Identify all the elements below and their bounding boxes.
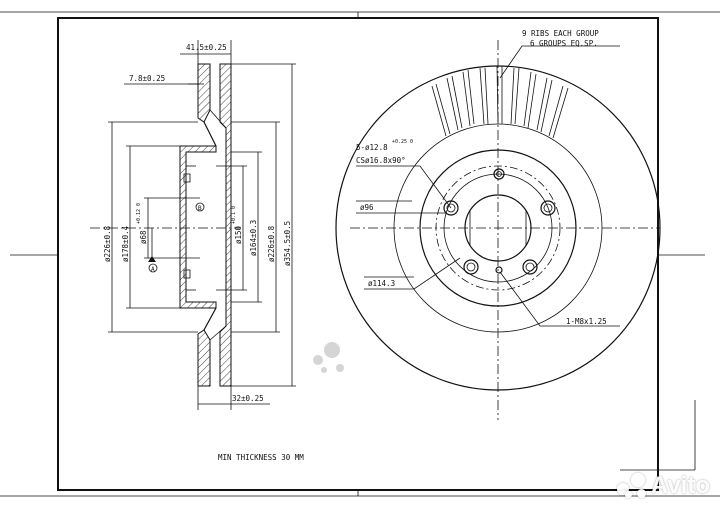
dim-d114: ø114.3 (368, 279, 395, 288)
dim-d150: ø150 (234, 225, 243, 244)
dim-d226-right: ø226±0.8 (267, 225, 276, 262)
avito-watermark: Avito (616, 472, 710, 500)
bolt-hole-4 (522, 259, 538, 275)
thread-note: 1-M8x1.25 (566, 317, 607, 326)
dim-hat-thickness: 7.8±0.25 (129, 74, 165, 83)
bolt-hole-5 (493, 168, 505, 180)
bolt-holes-tol: +0.25 0 (392, 139, 413, 145)
datum-a-label: A (151, 266, 155, 273)
dim-d150-tol: +0.1 0 (231, 206, 237, 224)
countersink-note: CSø16.8x90° (356, 156, 406, 165)
dim-d96: ø96 (360, 203, 374, 212)
ribs-note-line2: 6 GROUPS EQ.SP. (530, 39, 598, 48)
dim-d226-left: ø226±0.8 (103, 225, 112, 262)
bolt-holes-note: 5-ø12.8 (356, 143, 388, 152)
dim-d68-tol: +0.12 0 (136, 203, 142, 224)
bolt-hole-3 (463, 259, 479, 275)
dim-d178: ø178±0.4 (121, 225, 130, 262)
datum-b-label: B (198, 205, 202, 212)
dim-total-thickness: 41.5±0.25 (186, 43, 227, 52)
bolt-hole-1 (443, 200, 459, 216)
dim-d354: ø354.5±0.5 (283, 221, 292, 266)
dim-d164: ø164±0.3 (249, 220, 258, 256)
dim-hat-height: 32±0.25 (232, 394, 264, 403)
avito-logo-text: Avito (650, 472, 710, 499)
dim-d68: ø68 (139, 230, 148, 244)
min-thickness-note: MIN THICKNESS 30 MM (218, 453, 304, 462)
bolt-hole-2 (540, 200, 556, 216)
ribs-note-line1: 9 RIBS EACH GROUP (522, 29, 599, 38)
avito-logo-icon (616, 473, 647, 499)
front-disc-view: 9 RIBS EACH GROUP 6 GROUPS EQ.SP. 5-ø12.… (335, 29, 661, 420)
vent-ribs (431, 65, 569, 139)
side-section-view: B A 41.5±0.25 7.8±0.25 32±0.25 ø226±0.8 … (90, 40, 296, 410)
center-watermark-logo (313, 342, 344, 373)
